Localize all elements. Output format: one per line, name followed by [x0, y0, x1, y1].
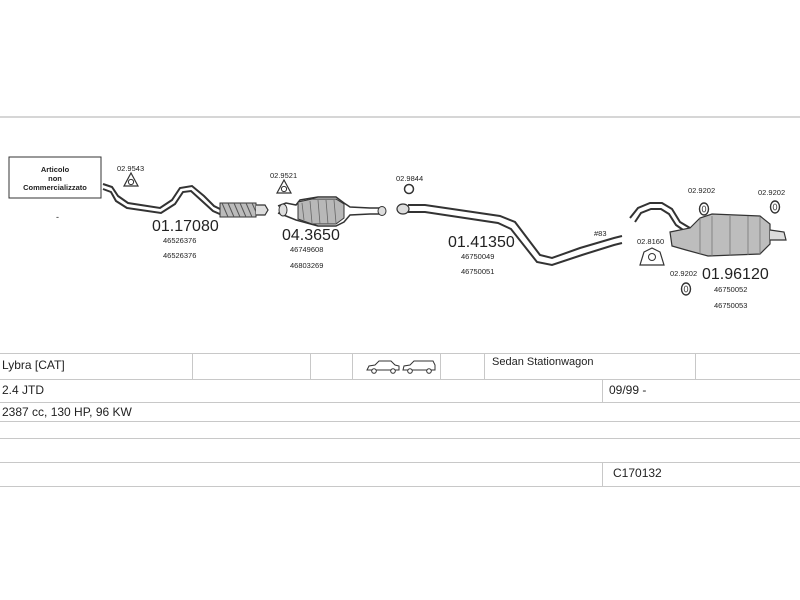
part-code: 02.9202 — [670, 269, 697, 278]
gasket-02-9543[interactable] — [122, 171, 140, 187]
body-types: Sedan Stationwagon — [492, 356, 594, 368]
part-ref: 46750053 — [714, 301, 747, 310]
car-body-icons — [366, 360, 436, 374]
part-ref: 46803269 — [290, 261, 323, 270]
part-code: 02.9202 — [688, 186, 715, 195]
part-rear-silencer[interactable] — [629, 202, 787, 257]
part-ref: 46526376 — [163, 236, 196, 245]
part-catalytic-converter[interactable] — [277, 196, 387, 227]
vehicle-model: Lybra [CAT] — [2, 358, 65, 372]
part-code: 04.3650 — [282, 227, 340, 244]
gasket-02-9844[interactable] — [403, 183, 415, 195]
part-code: 02.9844 — [396, 174, 423, 183]
gasket-02-9521[interactable] — [275, 178, 293, 194]
part-code: 01.96120 — [702, 266, 769, 283]
part-code: 01.17080 — [152, 218, 219, 235]
part-ref: 46749608 — [290, 245, 323, 254]
part-front-pipe[interactable] — [102, 183, 269, 218]
rubber-mount-02-9202-c[interactable] — [680, 282, 692, 296]
bracket-02-8160[interactable] — [639, 247, 665, 266]
part-code: 01.41350 — [448, 234, 515, 251]
notice-line-2: non — [48, 174, 62, 183]
not-available-box: Articolo non Commercializzato — [8, 156, 102, 199]
date-range: 09/99 - — [609, 383, 647, 397]
part-ref: 46526376 — [163, 251, 196, 260]
part-code: 02.9543 — [117, 164, 144, 173]
part-ref: 46750052 — [714, 285, 747, 294]
engine-specs: 2387 cc, 130 HP, 96 KW — [2, 405, 132, 419]
stationwagon-icon — [402, 360, 436, 374]
notice-line-3: Commercializzato — [23, 183, 87, 192]
dash-mark: - — [56, 212, 59, 222]
catalog-code: C170132 — [613, 466, 662, 480]
part-ref: 46750051 — [461, 267, 494, 276]
engine: 2.4 JTD — [2, 383, 45, 397]
part-code: 02.9202 — [758, 188, 785, 197]
part-code: 02.8160 — [637, 237, 664, 246]
part-code: #83 — [594, 229, 607, 238]
part-middle-pipe[interactable] — [396, 203, 623, 267]
part-ref: 46750049 — [461, 252, 494, 261]
part-code: 02.9521 — [270, 171, 297, 180]
rubber-mount-02-9202-a[interactable] — [698, 202, 710, 216]
rubber-mount-02-9202-b[interactable] — [769, 200, 781, 214]
notice-line-1: Articolo — [41, 165, 70, 174]
sedan-icon — [366, 360, 400, 374]
